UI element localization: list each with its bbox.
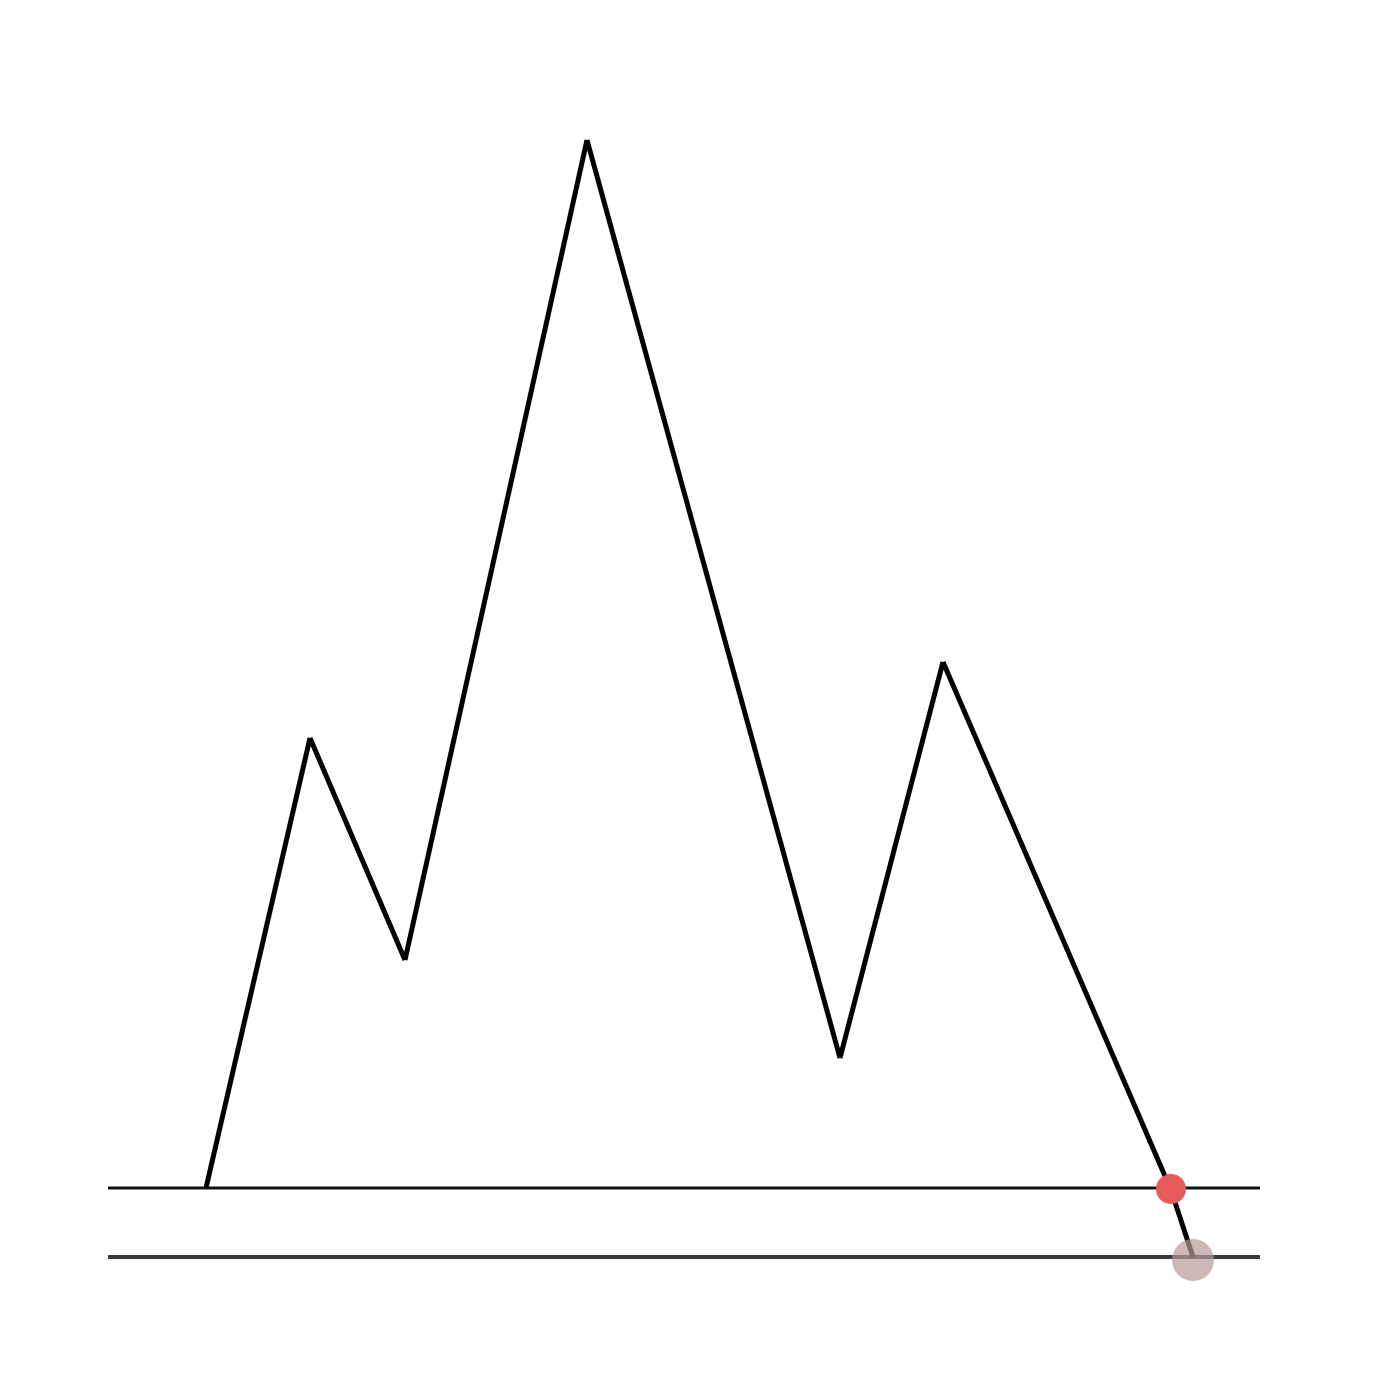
profile-polyline-group	[203, 139, 1196, 1258]
intersection-marker	[1156, 1174, 1186, 1204]
profile-segment	[402, 139, 590, 961]
profile-segment	[940, 661, 1174, 1191]
projection-marker	[1172, 1239, 1214, 1281]
profile-segment	[584, 139, 843, 1059]
profile-segment	[203, 737, 313, 1189]
profile-segment	[837, 661, 946, 1059]
profile-segment	[307, 737, 408, 961]
